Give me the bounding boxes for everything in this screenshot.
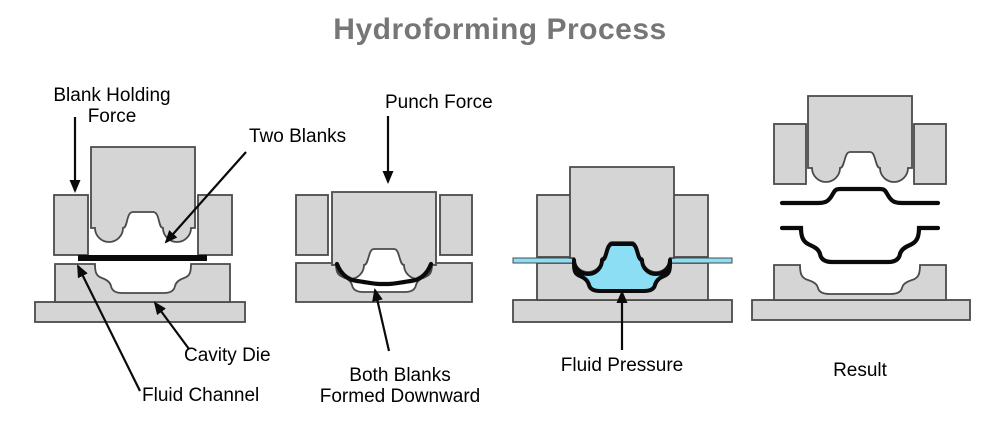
cavity-die: [54, 263, 231, 303]
fluid-region: [572, 242, 672, 293]
label-result: Result: [833, 360, 887, 381]
blank-holder-left: [53, 194, 89, 256]
label-fluid-pressure: Fluid Pressure: [560, 355, 684, 376]
label-both-blanks-formed-downward: Both Blanks Formed Downward: [300, 365, 500, 407]
label-both-blanks-line1: Both Blanks: [349, 365, 451, 386]
punch: [331, 191, 437, 280]
blank-holder-right: [672, 194, 709, 258]
blank-holder-left: [536, 194, 573, 258]
punch: [807, 95, 913, 183]
label-blank-holding-force-line1: Blank Holding: [53, 85, 171, 106]
label-fluid-channel: Fluid Channel: [142, 385, 260, 406]
label-two-blanks: Two Blanks: [249, 126, 347, 147]
label-blank-holding-force-line2: Force: [87, 106, 137, 127]
two-blanks-pair: [78, 255, 207, 261]
lower-formed-blank: [779, 225, 941, 265]
label-blank-holding-force: Blank Holding Force: [32, 85, 192, 127]
stage-3-fluid-forming: [512, 166, 733, 350]
formed-blanks: [334, 261, 434, 287]
upper-formed-blank: [779, 186, 941, 206]
two-blanks-arrow: [164, 151, 247, 244]
stage-2-punch-down: [295, 116, 473, 352]
label-cavity-die: Cavity Die: [184, 345, 271, 366]
blank-holder-right: [197, 194, 233, 256]
blank-holder-right: [913, 123, 947, 185]
base-plate: [34, 301, 246, 323]
fluid-channel-arrow: [77, 264, 141, 392]
label-both-blanks-line2: Formed Downward: [319, 386, 481, 407]
page-title: Hydroforming Process: [333, 13, 667, 46]
cavity-die: [773, 264, 947, 301]
label-punch-force: Punch Force: [385, 92, 493, 113]
stage-1-loading: [34, 117, 247, 392]
blank-holder-right: [439, 194, 473, 256]
cavity-die-arrow: [153, 301, 190, 350]
punch: [90, 146, 196, 243]
both-blanks-arrow: [372, 288, 391, 352]
base-plate: [751, 299, 971, 321]
stage-4-result: [751, 95, 971, 321]
blank-holder-left: [295, 194, 329, 256]
blank-holder-left: [773, 123, 807, 185]
